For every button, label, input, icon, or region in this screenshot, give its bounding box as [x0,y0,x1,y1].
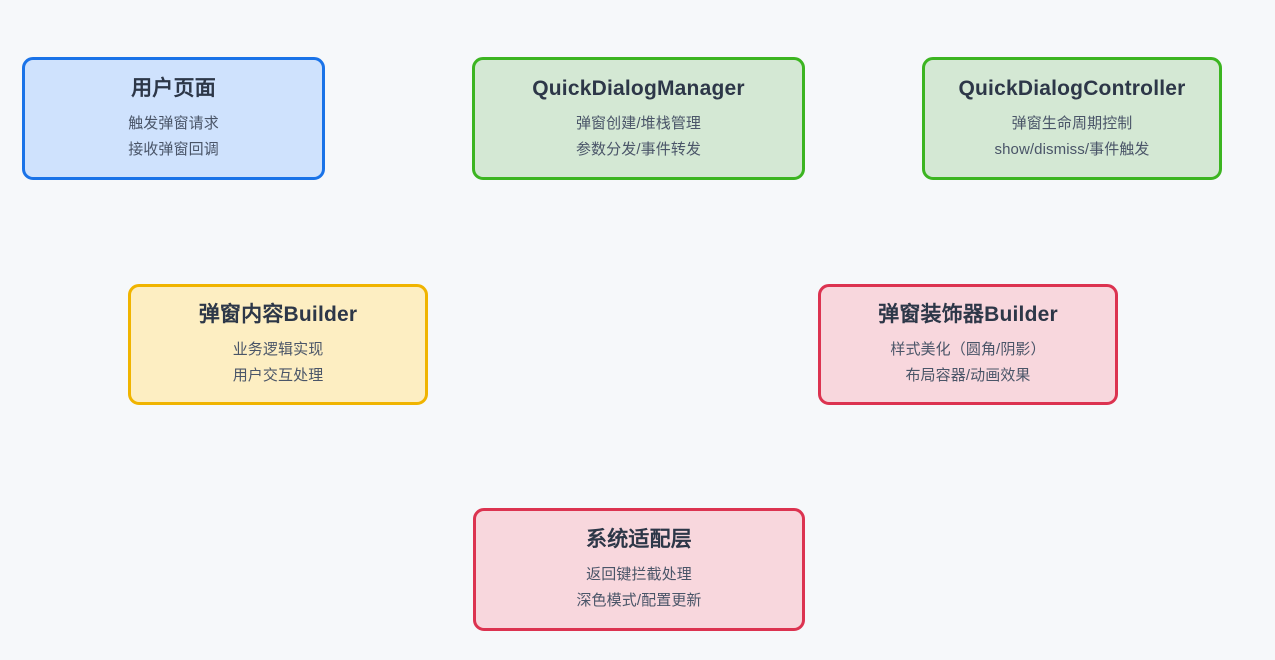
node-subtitle-line: 返回键拦截处理 [586,565,692,583]
node-title: 弹窗装饰器Builder [878,302,1058,326]
node-content-builder[interactable]: 弹窗内容Builder 业务逻辑实现 用户交互处理 [128,284,428,405]
node-subtitle-line: 接收弹窗回调 [128,140,219,158]
node-dialog-manager[interactable]: QuickDialogManager 弹窗创建/堆栈管理 参数分发/事件转发 [472,57,805,180]
node-title: QuickDialogManager [532,76,745,100]
node-subtitle-line: 弹窗创建/堆栈管理 [575,114,702,132]
node-title: 用户页面 [131,76,216,100]
node-system-adapter[interactable]: 系统适配层 返回键拦截处理 深色模式/配置更新 [473,508,805,631]
node-subtitle-line: 样式美化（圆角/阴影） [890,340,1046,358]
node-title: QuickDialogController [958,76,1186,100]
node-user-page[interactable]: 用户页面 触发弹窗请求 接收弹窗回调 [22,57,325,180]
node-subtitle-line: 触发弹窗请求 [128,114,219,132]
node-subtitle-line: 弹窗生命周期控制 [1011,114,1133,132]
node-subtitle-line: 深色模式/配置更新 [576,591,702,609]
node-decorator-builder[interactable]: 弹窗装饰器Builder 样式美化（圆角/阴影） 布局容器/动画效果 [818,284,1118,405]
node-subtitle-line: 参数分发/事件转发 [575,140,702,158]
node-subtitle-line: 用户交互处理 [232,366,324,384]
node-dialog-controller[interactable]: QuickDialogController 弹窗生命周期控制 show/dism… [922,57,1222,180]
node-subtitle-line: 布局容器/动画效果 [905,366,1031,384]
node-subtitle-line: 业务逻辑实现 [232,340,324,358]
node-title: 系统适配层 [586,527,692,551]
node-subtitle-line: show/dismiss/事件触发 [994,140,1150,158]
node-title: 弹窗内容Builder [198,302,358,326]
